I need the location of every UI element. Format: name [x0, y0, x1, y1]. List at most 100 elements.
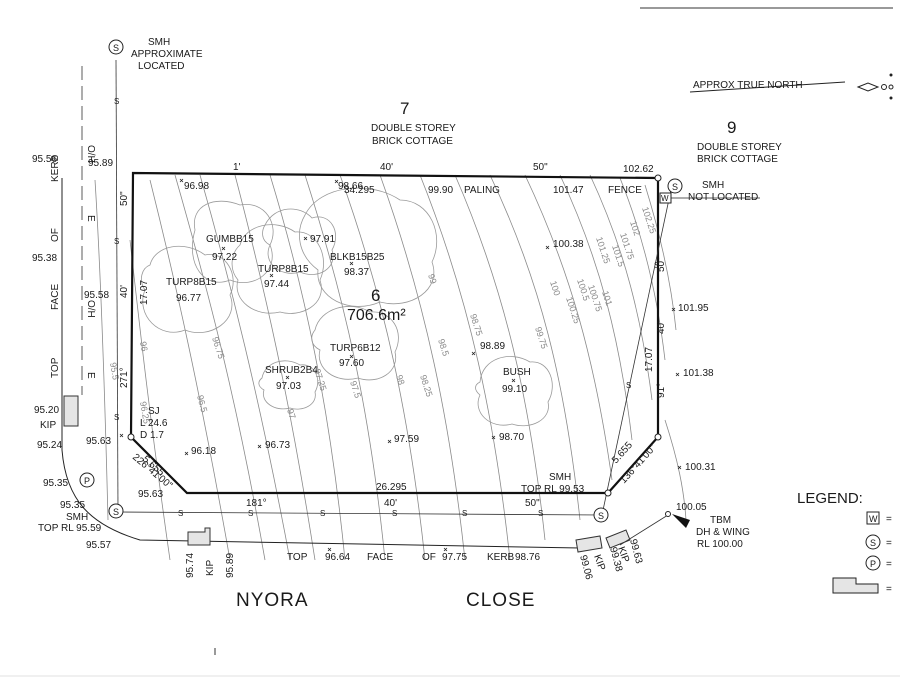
sewer-mark: S	[462, 509, 467, 518]
spot-levels: 95.56 95.89 95.38 95.58 95.20 95.24 95.6…	[32, 154, 716, 581]
sewer-manhole-icon	[108, 503, 124, 519]
lot-number: 6	[371, 286, 380, 305]
lot-boundary	[129, 171, 660, 495]
spot-level: 97.22	[212, 252, 237, 263]
tbm-arrow-icon	[672, 514, 690, 528]
spot-level: 96.98	[184, 181, 209, 192]
sewer-mark: S	[392, 509, 397, 518]
smh-label: SMH	[66, 512, 88, 523]
lot-area: 706.6m²	[347, 307, 406, 324]
face-label: FACE	[367, 552, 393, 563]
sewer-mark: S	[538, 509, 543, 518]
spot-level: 95.56	[32, 154, 57, 165]
oh-label: O/H	[85, 145, 96, 163]
fence-label: FENCE	[608, 185, 642, 196]
kip-label: KIP	[40, 420, 56, 431]
dim-label: 50"	[525, 498, 540, 509]
sewer-mark: S	[178, 509, 183, 518]
spot-level: 96.64	[325, 552, 350, 563]
kerb-label: KERB	[487, 552, 515, 563]
kip-label: KIP	[591, 553, 607, 572]
contour-label: 97.5	[348, 380, 363, 400]
spot-level: 95.63	[86, 436, 111, 447]
spot-level: 97.91	[310, 234, 335, 245]
spot-level: 100.05	[676, 502, 707, 513]
smh-label: SMH	[549, 472, 571, 483]
sj-label: L 24.6	[140, 418, 168, 429]
spot-level: 95.38	[32, 253, 57, 264]
sewer-mark: S	[114, 237, 119, 246]
tbm-label: TBM	[710, 515, 731, 526]
smh-label: LOCATED	[138, 61, 185, 72]
contour-label: 100.25	[564, 296, 582, 325]
street-name-1: NYORA	[236, 590, 309, 611]
contour-label: 98.25	[418, 374, 434, 399]
smh-label: TOP RL 95.59	[38, 523, 102, 534]
lot-7-line1: DOUBLE STOREY	[371, 123, 456, 134]
tree-label: TURP8B15	[166, 277, 217, 288]
smh-bottom-mid: S SMH TOP RL 99.53	[521, 472, 609, 523]
legend-water-icon	[866, 511, 880, 525]
contour-label: 98	[394, 374, 407, 387]
smh-label: NOT LOCATED	[688, 192, 758, 203]
legend-kip-icon	[832, 577, 879, 594]
tree-label: GUMBB15	[206, 234, 254, 245]
tbm-label: RL 100.00	[697, 539, 743, 550]
spot-level: 95.89	[225, 553, 236, 578]
tbm-label: DH & WING	[696, 527, 750, 538]
spot-level: 97.03	[276, 381, 301, 392]
spot-level: 101.47	[553, 185, 584, 196]
tree-label: BUSH	[503, 367, 531, 378]
spot-level: 95.35	[60, 500, 85, 511]
top-label: TOP	[287, 552, 308, 563]
north-arrow: APPROX TRUE NORTH	[689, 73, 894, 100]
s-symbol: S	[870, 538, 876, 548]
kip-label: KIP	[205, 560, 216, 576]
lot-7-number: 7	[400, 99, 409, 118]
smh-right: S W SMH NOT LOCATED	[659, 178, 760, 204]
spot-level: 95.35	[43, 478, 68, 489]
tree-label: TURP6B12	[330, 343, 381, 354]
s-symbol: S	[672, 182, 678, 192]
spot-level: 95.63	[138, 489, 163, 500]
e-label: E	[85, 215, 96, 222]
contour-label: 100	[548, 280, 562, 297]
spot-level: 98.76	[515, 552, 540, 563]
tree-label: BLKB15B25	[330, 252, 385, 263]
spot-level: 95.58	[84, 290, 109, 301]
spot-level: 97.60	[339, 358, 364, 369]
contour-label: 96	[138, 341, 150, 353]
legend-eq: =	[886, 538, 892, 549]
smh-label: APPROXIMATE	[131, 49, 203, 60]
p-symbol: P	[870, 559, 876, 569]
dim-label: 50"	[119, 191, 130, 206]
contour-label: 101	[600, 290, 614, 307]
e-label: E	[85, 372, 96, 379]
w-symbol: W	[869, 514, 878, 524]
kip-symbol-left	[63, 395, 79, 427]
contour-label: 101.25	[594, 236, 612, 265]
kerb-label: KERB	[50, 154, 61, 182]
spot-level: 98.37	[344, 267, 369, 278]
kip-symbol-right	[575, 535, 603, 553]
dim-label: 40'	[380, 162, 393, 173]
kip-symbol-bottom	[187, 527, 211, 546]
s-symbol: S	[113, 43, 119, 53]
dim-label: 91°	[656, 383, 667, 398]
overhead-power-line: O/H E O/H E	[81, 66, 96, 395]
dim-label: 50"	[656, 257, 667, 272]
sj-label: SJ	[148, 406, 160, 417]
sewer-line: S S S S S S S S S S S	[114, 59, 673, 518]
dim-label: 181°	[246, 498, 267, 509]
dim-label: 50"	[533, 162, 548, 173]
spot-level: 97.59	[394, 434, 419, 445]
p-symbol: P	[84, 476, 90, 486]
spot-level: 100.31	[685, 462, 716, 473]
spot-level: 96.77	[176, 293, 201, 304]
legend-eq: =	[886, 584, 892, 595]
legend-sewer-icon	[865, 534, 881, 550]
lot-9-line1: DOUBLE STOREY	[697, 142, 782, 153]
of-label: OF	[422, 552, 436, 563]
spot-level: 95.20	[34, 405, 59, 416]
smh-label: TOP RL 99.53	[521, 484, 585, 495]
